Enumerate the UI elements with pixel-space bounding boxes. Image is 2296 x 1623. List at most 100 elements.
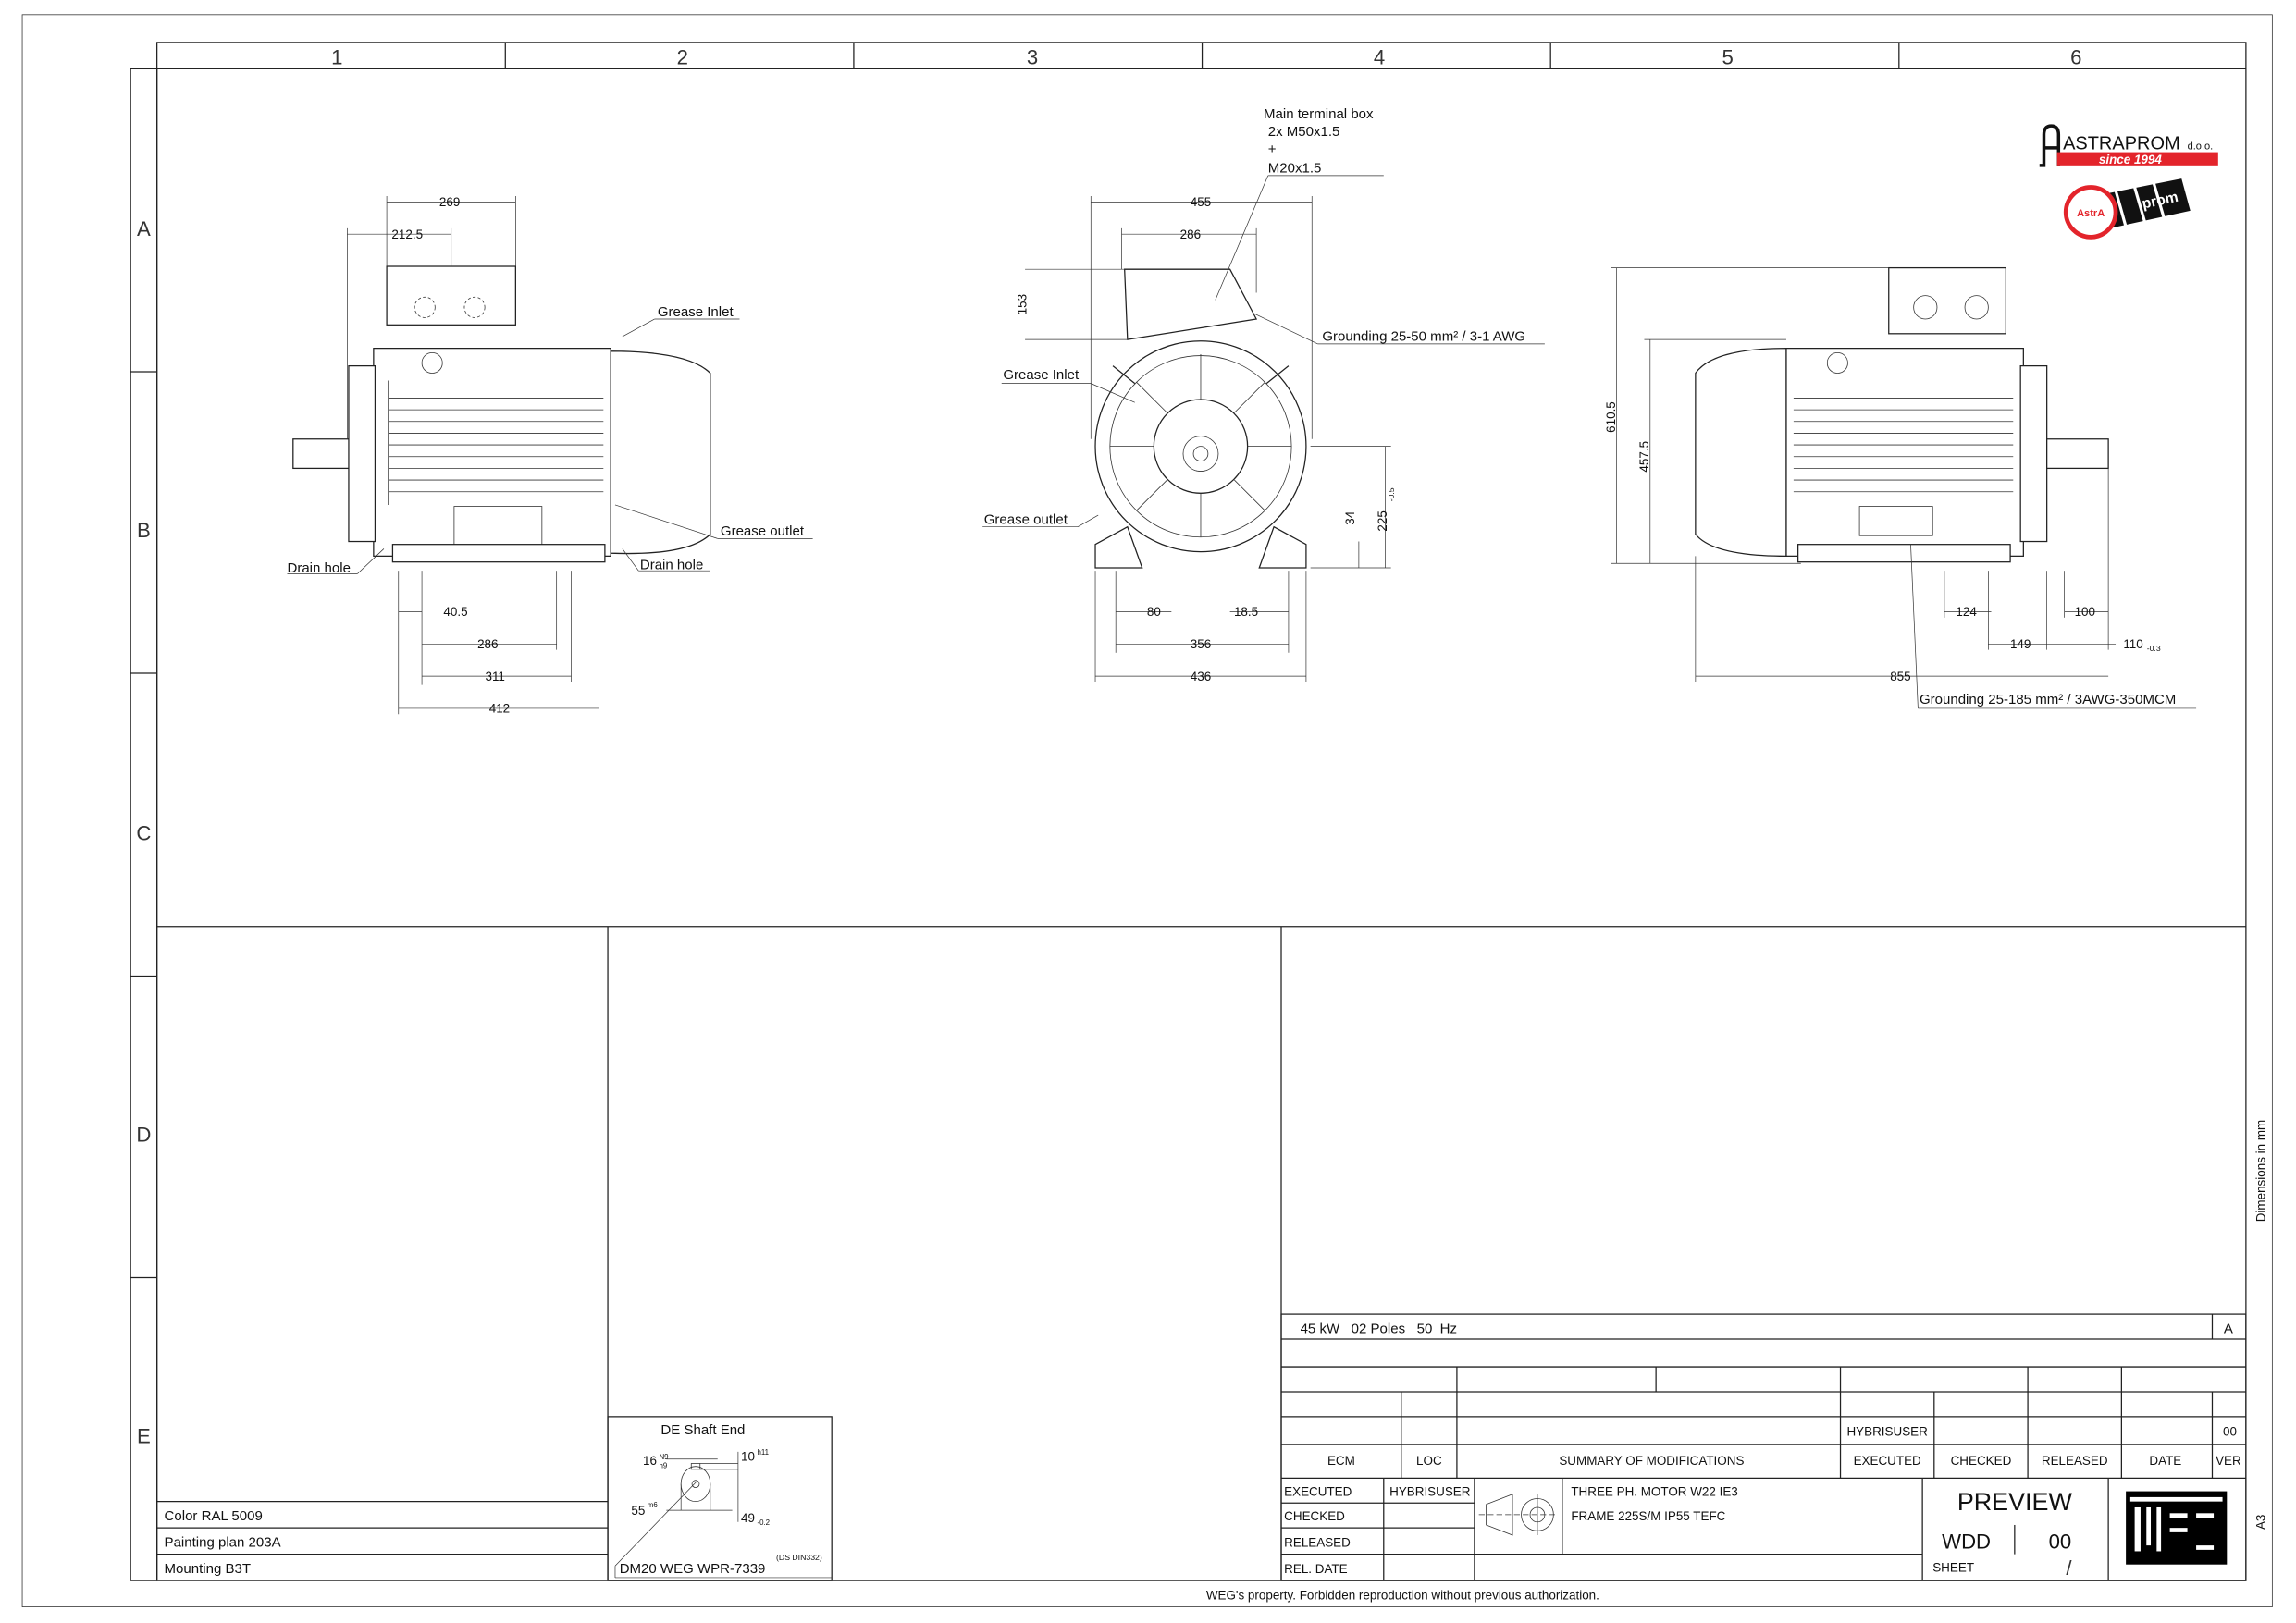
svg-text:AstrA: AstrA: [2077, 208, 2105, 219]
header-executed: EXECUTED: [1854, 1454, 1921, 1468]
right-view-motor: [1695, 266, 2109, 563]
dim-124: 124: [1956, 605, 1977, 619]
units-note: Dimensions in mm: [2253, 1120, 2267, 1223]
row-label: B: [137, 519, 151, 542]
dim-455: 455: [1191, 195, 1211, 209]
dim-100: 100: [2075, 605, 2095, 619]
header-summary: SUMMARY OF MODIFICATIONS: [1559, 1454, 1744, 1468]
rev-executed-by: HYBRISUSER: [1846, 1424, 1928, 1438]
dim-286: 286: [477, 637, 498, 651]
projection-symbol-icon: [1478, 1494, 1559, 1536]
sheet-value: /: [2066, 1556, 2072, 1580]
dim-34: 34: [1343, 510, 1357, 524]
dim-356: 356: [1191, 637, 1211, 651]
label-checked: CHECKED: [1284, 1509, 1345, 1523]
key-width-tol-bottom: h9: [659, 1461, 667, 1469]
dim-436: 436: [1191, 670, 1211, 683]
header-loc: LOC: [1416, 1454, 1442, 1468]
header-checked: CHECKED: [1951, 1454, 2012, 1468]
column-label: 3: [1027, 46, 1038, 69]
header-date: DATE: [2149, 1454, 2181, 1468]
revision-letter: A: [2224, 1322, 2233, 1337]
column-label: 2: [677, 46, 688, 69]
label-released: RELEASED: [1284, 1536, 1351, 1550]
column-label: 6: [2070, 46, 2081, 69]
dim-110: 110: [2123, 637, 2142, 651]
header-released: RELEASED: [2042, 1454, 2108, 1468]
center-hole: DM20 WEG WPR-7339: [620, 1561, 766, 1577]
left-view-motor: [292, 265, 711, 563]
logo-suffix: d.o.o.: [2188, 141, 2214, 152]
dim-18-5: 18.5: [1234, 605, 1258, 619]
shaft-depth: 49: [741, 1511, 755, 1525]
front-view-dims: [982, 175, 1545, 682]
executed-by: HYBRISUSER: [1389, 1484, 1471, 1498]
right-view-dims: [1611, 267, 2197, 709]
row-label: A: [137, 217, 151, 240]
dim-149: 149: [2010, 637, 2031, 651]
weg-logo: [2126, 1491, 2228, 1565]
key-height: 10: [741, 1449, 755, 1463]
shaft-end-box: DE Shaft End 16 N9 h9 10 h11 55 m6 49 -0…: [607, 1416, 833, 1581]
center-hole-standard: (DS DIN332): [776, 1553, 822, 1562]
dim-153: 153: [1016, 294, 1030, 314]
paper-size: A3: [2253, 1515, 2267, 1530]
dim-225: 225: [1376, 510, 1389, 531]
label-grease-inlet-left: Grease Inlet: [658, 304, 734, 320]
dim-212-5: 212.5: [391, 227, 423, 241]
note-painting-plan: Painting plan 203A: [165, 1535, 281, 1551]
header-ver: VER: [2216, 1454, 2241, 1468]
key-height-tol: h11: [757, 1448, 769, 1457]
dim-269: 269: [439, 195, 460, 209]
terminal-box-plus: +: [1268, 141, 1277, 157]
description-line-1: THREE PH. MOTOR W22 IE3: [1571, 1484, 1737, 1498]
shaft-end-title: DE Shaft End: [660, 1422, 745, 1438]
rev-version: 00: [2223, 1424, 2237, 1438]
shaft-depth-tol: -0.2: [757, 1518, 770, 1527]
motor-spec: 45 kW 02 Poles 50 Hz: [1301, 1322, 1457, 1337]
astraprom-logo: ASTRAPROM d.o.o. since 1994 AstrA prom: [2039, 124, 2218, 240]
doc-version: 00: [2049, 1530, 2072, 1553]
footer-copyright: WEG's property. Forbidden reproduction w…: [1206, 1589, 1599, 1603]
dim-40-5: 40.5: [443, 605, 467, 619]
label-drain-hole-right: Drain hole: [640, 558, 703, 573]
logo-brand: ASTRAPROM: [2063, 132, 2180, 154]
terminal-box-spec-1: 2x M50x1.5: [1268, 124, 1340, 140]
terminal-box-title: Main terminal box: [1264, 106, 1374, 122]
key-width-tol-top: N9: [659, 1453, 669, 1461]
row-label: C: [136, 821, 151, 844]
label-executed: EXECUTED: [1284, 1484, 1352, 1498]
logo-a-mark: [2039, 124, 2061, 167]
doc-type: WDD: [1942, 1530, 1991, 1553]
front-view-motor: [1094, 268, 1307, 569]
note-color: Color RAL 5009: [165, 1508, 263, 1524]
shaft-diameter: 55: [631, 1504, 645, 1518]
label-grease-outlet-front: Grease outlet: [984, 512, 1068, 528]
label-grease-inlet-front: Grease Inlet: [1003, 367, 1080, 383]
row-label: E: [137, 1424, 151, 1447]
row-strip: [130, 68, 158, 1581]
label-rel-date: REL. DATE: [1284, 1562, 1347, 1576]
dim-610-5: 610.5: [1604, 401, 1618, 433]
label-drain-hole-left: Drain hole: [287, 560, 350, 576]
note-mounting: Mounting B3T: [165, 1561, 251, 1577]
sheet-label: SHEET: [1932, 1561, 1974, 1575]
label-grounding-front: Grounding 25-50 mm² / 3-1 AWG: [1322, 329, 1525, 345]
column-label: 5: [1722, 46, 1734, 69]
dim-311: 311: [485, 670, 504, 683]
column-label: 4: [1374, 46, 1385, 69]
key-width: 16: [643, 1454, 657, 1468]
dim-855: 855: [1890, 670, 1910, 683]
shaft-diameter-tol: m6: [648, 1501, 659, 1509]
dim-80: 80: [1147, 605, 1161, 619]
outer-border: [21, 14, 2273, 1607]
dim-412: 412: [489, 702, 510, 716]
terminal-box-spec-2: M20x1.5: [1268, 161, 1322, 177]
row-label: D: [136, 1123, 151, 1146]
left-view-dims: [287, 196, 813, 715]
dim-286-front: 286: [1180, 227, 1201, 241]
label-grease-outlet-left: Grease outlet: [721, 523, 805, 539]
logo-tagline: since 1994: [2099, 153, 2163, 166]
dim-457-5: 457.5: [1637, 441, 1651, 473]
